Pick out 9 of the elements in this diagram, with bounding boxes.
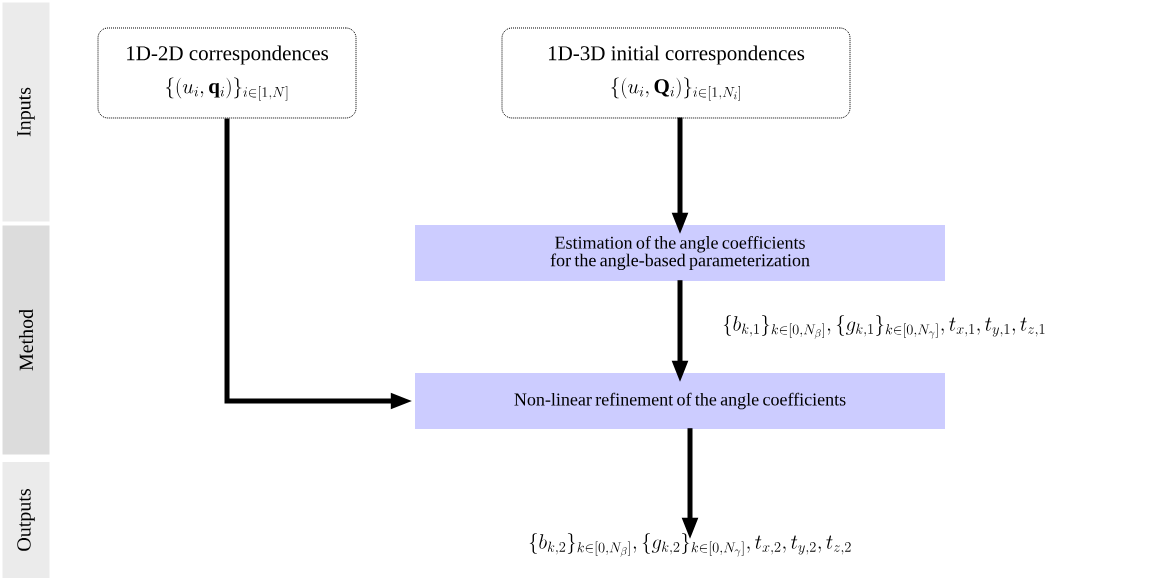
input-box: 1D-3D initial correspondences $\{(u_i,\mathbf{Q}_i)\}_{i\in[1,N_i]}$ (501, 27, 851, 119)
section-band: Outputs (2, 462, 50, 578)
output-formula: $\{b_{k,2}\}_{k\in[0,N_\beta]},\{g_{k,2}\}_{k\in[0,N_\gamma]},t_{x,2},t_{y,2},t_{z,2}$ (529, 533, 851, 557)
section-band: Method (2, 225, 50, 455)
input-box: 1D-2D correspondences $\{(u_i,\mathbf{q}_i)\}_{i\in[1,N]}$ (97, 27, 357, 119)
process-box: Non-linear refinement of the angle coefficients (415, 373, 945, 429)
process-box: Estimation of the angle coefficients for the angle-based parameterization (415, 225, 945, 281)
edge-label: $\{b_{k,1}\}_{k\in[0,N_\beta]},\{g_{k,1}\}_{k\in[0,N_\gamma]},t_{x,1},t_{y,1},t_{z,1}$ (720, 313, 1049, 341)
section-band: Inputs (2, 2, 50, 222)
